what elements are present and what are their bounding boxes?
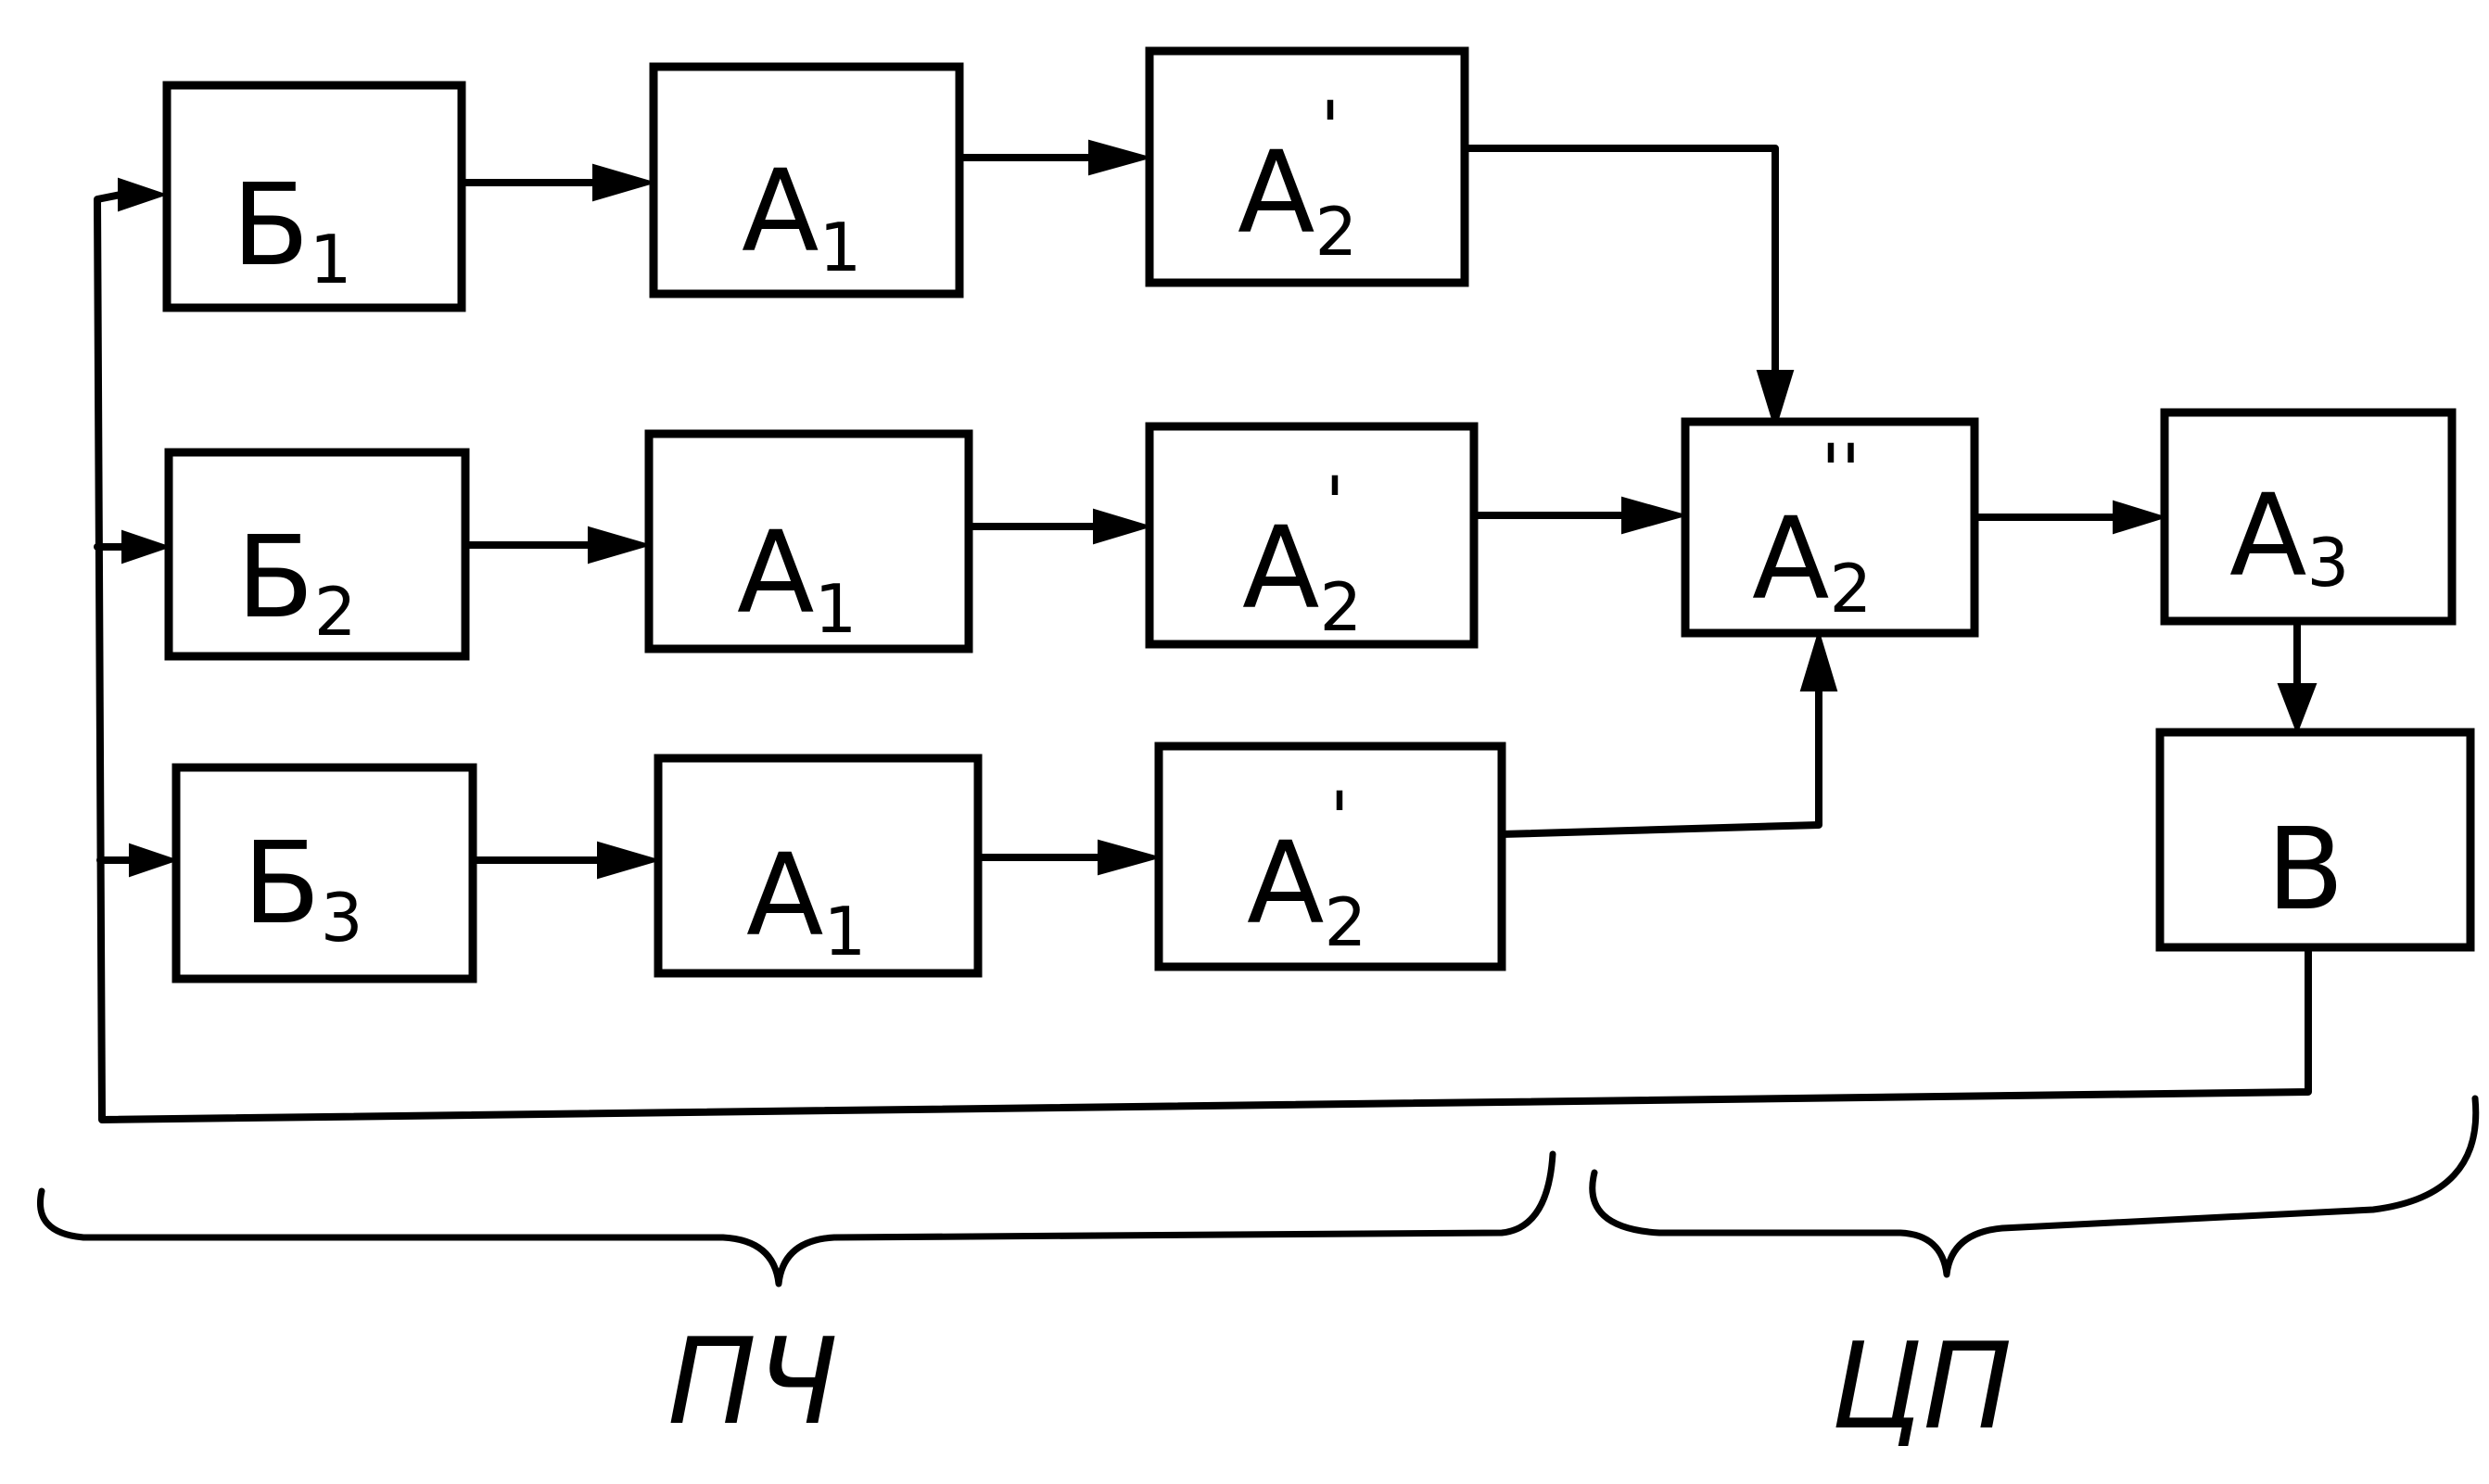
arrowhead-a1-row3-in [597,841,662,880]
block-a2-prime-row3-label: A2' [1247,778,1366,961]
block-a2-prime-row2-frame [1145,422,1479,649]
block-a2-prime-row1-frame [1145,46,1469,287]
group-label-left: ПЧ [667,1313,838,1452]
block-b1-frame [162,81,466,312]
block-a1-row1-label: A1 [742,146,861,286]
block-a3-frame [2160,408,2457,626]
block-a2-prime-row2-label: A2' [1242,463,1362,646]
arrowhead-a1-row2-in [588,526,653,564]
block-a2-double-prime-frame [1681,417,1979,638]
arrowhead-a2pp-bottom-in [1799,628,1838,691]
block-a1-row2-frame [644,429,973,653]
block-a2-prime-row2: A2' [1145,422,1479,649]
block-v-frame [2155,728,2475,952]
arrowheads [118,139,2318,880]
block-b2: Б2 [164,448,470,661]
arrowhead-v-in [2277,683,2318,735]
group-label-right: ЦП [1831,1318,2013,1456]
block-v: B [2155,728,2475,952]
block-a1-row1: A1 [649,62,964,298]
arrowhead-a1-row1-in [592,163,657,202]
arrowhead-a2pp-left-in [1621,496,1689,535]
block-b3-frame [171,763,477,983]
arrowhead-a2p-row2-in [1093,508,1153,545]
brace-right [1589,1095,2480,1278]
wire-a2p-row1-to-a2pp [1461,145,1779,374]
arrowhead-a3-in [2113,500,2168,535]
block-a1-row2: A1 [644,429,973,653]
block-a2-double-prime-label: A2'' [1752,430,1872,628]
block-a3-label: A3 [2229,470,2349,602]
block-b2-frame [164,448,470,661]
arrowhead-b2-in [121,529,172,564]
brace-left [37,1150,1556,1287]
block-b3-label: Б3 [243,818,363,957]
wire-a2p-row3-to-a2pp [1498,687,1822,838]
block-b2-label: Б2 [236,512,357,651]
block-a2-double-prime: A2'' [1681,417,1979,638]
block-a1-row3-label: A1 [746,830,866,970]
block-b3: Б3 [171,763,477,983]
block-a1-row1-frame [649,62,964,298]
block-a2-prime-row1: A2' [1145,46,1469,287]
block-a2-prime-row3: A2' [1154,742,1506,971]
arrowhead-a2p-row1-in [1088,139,1153,176]
arrowhead-b1-in [118,177,169,212]
block-a1-row3-frame [654,754,983,978]
group-braces [37,1095,2480,1287]
block-a2-prime-row1-label: A2' [1238,87,1357,271]
arrowhead-a2pp-top-in [1756,370,1795,432]
block-b1-label: Б1 [232,159,352,298]
block-a1-row2-label: A1 [737,507,857,648]
block-a1-row3: A1 [654,754,983,978]
block-a2-prime-row3-frame [1154,742,1506,971]
arrowhead-b3-in [129,843,180,878]
wire-feedback-loop [94,191,2312,1123]
block-a3: A3 [2160,408,2457,626]
arrowhead-a2p-row3-in [1098,839,1162,876]
block-b1: Б1 [162,81,466,312]
block-v-label: B [2267,804,2344,935]
